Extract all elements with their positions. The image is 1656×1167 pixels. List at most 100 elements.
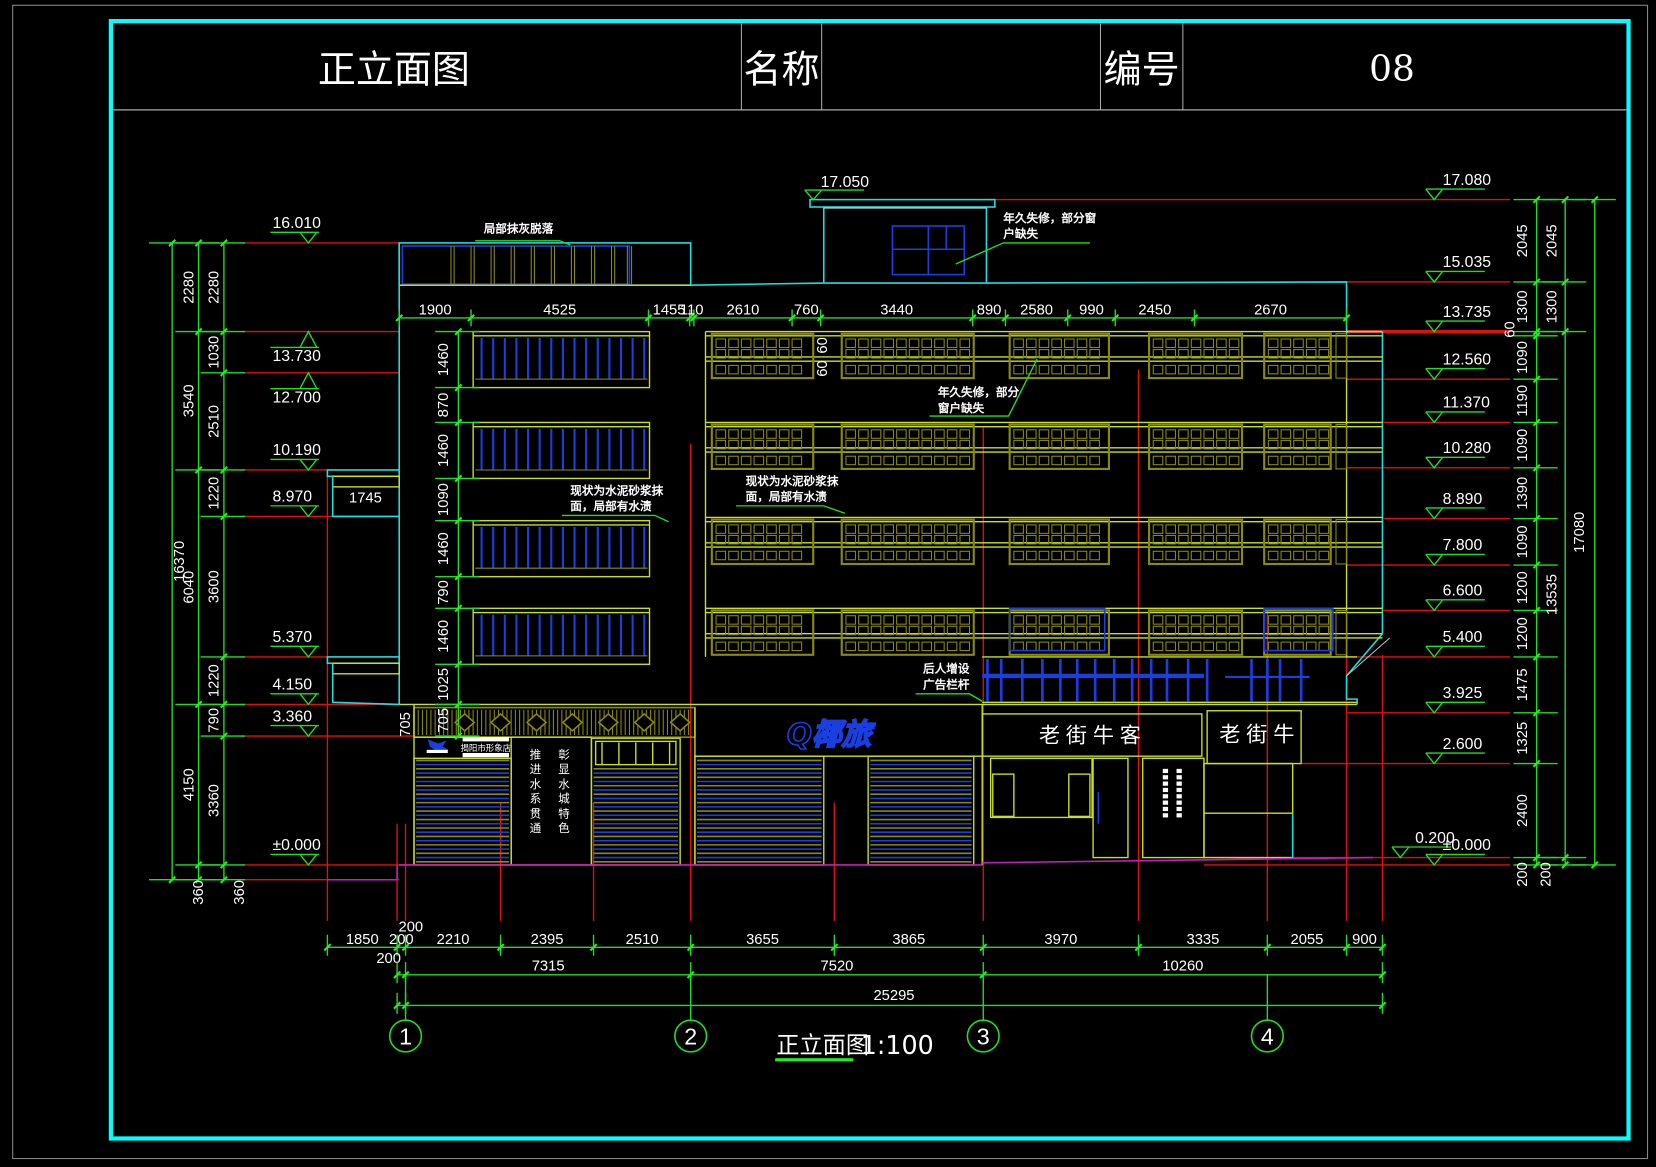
dim-tick	[1378, 943, 1387, 952]
window-pane	[1203, 455, 1215, 466]
window-pane	[908, 338, 920, 348]
dim-tick	[1190, 313, 1199, 322]
window-pane	[1038, 550, 1050, 561]
window-pane	[870, 615, 882, 625]
elevation-marker: 12.700	[270, 371, 321, 406]
window-pane	[1280, 439, 1292, 450]
dim-tick	[496, 943, 505, 952]
elevation-triangle	[1425, 752, 1444, 765]
elevation-triangle	[1425, 188, 1444, 201]
window-pane	[1216, 349, 1227, 359]
dim-label: 7315	[532, 959, 565, 975]
window-pane	[1051, 524, 1062, 534]
dim-tick	[194, 700, 203, 709]
dim-label: 10260	[1162, 959, 1203, 975]
window-pane	[1051, 550, 1062, 561]
window-set	[472, 607, 651, 665]
canopy-edge	[1346, 637, 1391, 677]
window-frame	[472, 519, 651, 578]
window-pane	[921, 615, 933, 625]
dimension-lines: 1637022803540604041503602280103025101220…	[148, 195, 1616, 1021]
window-pane	[1203, 524, 1215, 534]
dim-tick	[395, 313, 404, 322]
window-pane	[870, 550, 882, 561]
sheet-number: 08	[1369, 48, 1415, 89]
dim-label: 3335	[1186, 932, 1219, 948]
window-pane	[1318, 338, 1330, 348]
window-pane	[1064, 615, 1075, 625]
window-pane	[766, 439, 777, 450]
dim-tick	[1532, 606, 1541, 615]
elevation-triangle	[1425, 853, 1444, 867]
elevation-marker: 2.600	[1425, 736, 1485, 765]
window-pane	[870, 625, 882, 636]
window-pane	[1190, 524, 1202, 534]
dim-tick	[1532, 327, 1541, 336]
window-pane	[1318, 349, 1330, 359]
window-pane	[1293, 429, 1304, 439]
axis-circle	[1250, 1019, 1284, 1053]
window-pane	[870, 439, 882, 450]
window-pane	[791, 625, 803, 636]
window-pane	[896, 455, 907, 466]
window-pane	[883, 439, 895, 450]
window-pane	[1318, 439, 1330, 450]
elevation-marker: ±0.000	[270, 837, 321, 867]
window-set	[472, 421, 651, 480]
window-pane	[1038, 338, 1050, 348]
dim-tick	[1590, 861, 1599, 869]
window-pane	[1190, 615, 1202, 625]
dim-label: 4150	[181, 768, 197, 801]
window-band	[705, 516, 1383, 566]
window-pane	[858, 641, 869, 652]
dim-tick	[454, 383, 463, 392]
window-pane	[1038, 439, 1050, 450]
window-pane	[858, 439, 869, 450]
dim-label: 200	[399, 919, 424, 935]
elevation-label: 11.370	[1443, 395, 1490, 412]
window-pane	[753, 615, 765, 625]
dim-tick	[454, 732, 463, 741]
dim-tick	[1532, 514, 1541, 523]
window-pane	[1228, 455, 1240, 466]
window-pane	[946, 364, 958, 375]
ad-rail	[982, 656, 1358, 703]
window-pane	[1051, 338, 1062, 348]
window-pane	[1013, 524, 1024, 534]
window-pane	[1165, 524, 1176, 534]
window-pane	[1280, 641, 1292, 652]
window-pane	[1190, 625, 1202, 636]
window-group	[840, 423, 975, 470]
elevation-marker: 5.400	[1425, 629, 1485, 658]
dim-label: 870	[436, 393, 452, 418]
elevation-marker: 8.970	[270, 489, 319, 518]
dim-label: 1200	[1515, 617, 1531, 650]
window-pane	[959, 429, 971, 439]
window-pane	[959, 364, 971, 375]
window-pane	[740, 615, 752, 625]
dim-label: 1325	[1515, 722, 1531, 755]
dim-tick	[219, 466, 228, 474]
window-pane	[921, 349, 933, 359]
dim-tick	[219, 327, 228, 336]
window-pane	[1190, 455, 1202, 466]
window-pane	[1293, 455, 1304, 466]
window-pane	[870, 455, 882, 466]
window-pane	[1228, 349, 1240, 359]
window-pane	[753, 439, 765, 450]
dim-tick	[1342, 943, 1351, 952]
window-pane	[1228, 364, 1240, 375]
window-pane	[1026, 550, 1037, 561]
dim-label: 1300	[1515, 290, 1531, 323]
window-pane	[1178, 615, 1189, 625]
window-pane	[1228, 550, 1240, 561]
dim-label: 1220	[207, 477, 223, 510]
dim-label: 1390	[1515, 477, 1531, 510]
window-pane	[1152, 349, 1164, 359]
window-pane	[1280, 349, 1292, 359]
note-roof-plaster: 局部抹灰脱落	[483, 221, 554, 235]
sign-light	[1162, 794, 1169, 799]
dim-label: 2045	[1545, 224, 1561, 257]
slogan-char: 城	[558, 793, 570, 806]
stair-tower-roof	[809, 198, 996, 208]
